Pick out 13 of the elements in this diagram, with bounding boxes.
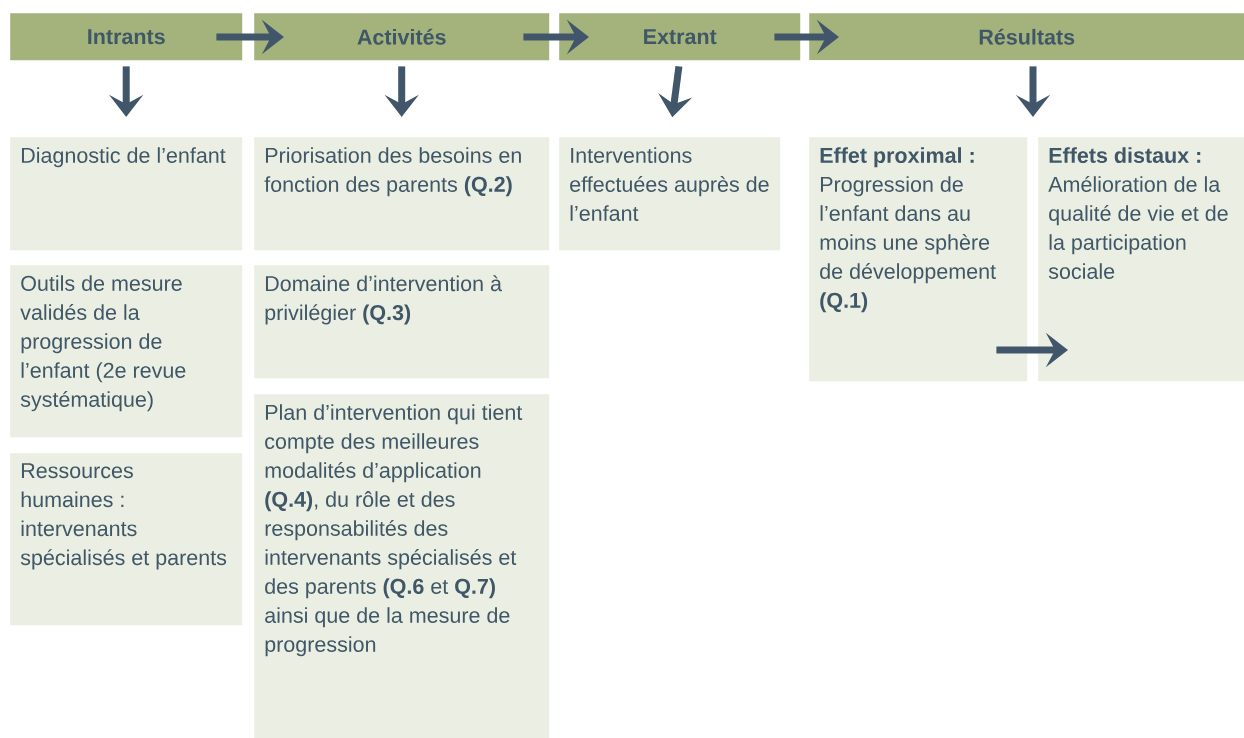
stage-header: Activités — [254, 13, 550, 61]
content-box: Effet proximal : Progression de l’enfant dans au moins une sphère de développement (Q.1) — [809, 137, 1028, 382]
stage-header: Extrant — [559, 13, 801, 61]
content-box: Interventions effectuées auprès de l’enfant — [559, 137, 781, 251]
stage-header: Intrants — [10, 13, 243, 61]
content-box: Priorisation des besoins en fonction des parents (Q.2) — [254, 137, 550, 251]
content-box: Domaine d’intervention à privilégier (Q.3) — [254, 265, 550, 379]
content-box: Effets distaux : Amélioration de la qualité de vie et de la participation sociale — [1038, 137, 1244, 382]
content-box: Plan d’intervention qui tient compte des meilleures modalités d’application (Q.4), du rôle et des responsabilités des intervenants spécialisés et des parents (Q.6 et Q.7) ainsi que de la mesure de progression — [254, 394, 550, 738]
content-box: Diagnostic de l’enfant — [10, 137, 243, 251]
stage-header: Résultats — [809, 13, 1244, 61]
content-box: Outils de mesure validés de la progression de l’enfant (2e revue systématique) — [10, 265, 243, 438]
content-box: Ressources humaines : intervenants spécialisés et parents — [10, 453, 243, 626]
